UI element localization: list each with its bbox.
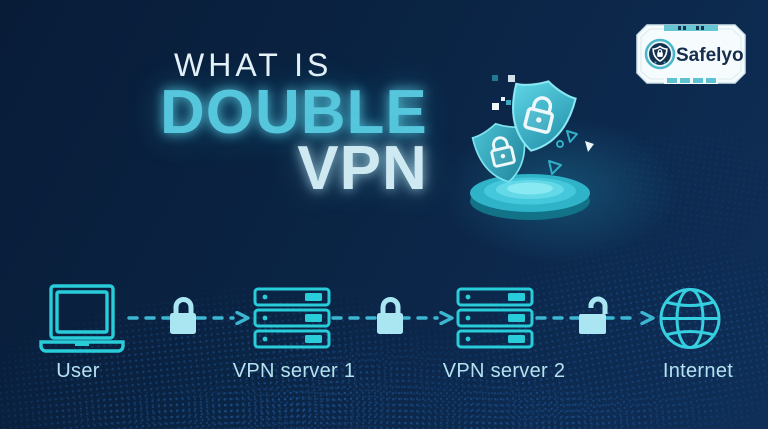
- shield-lock-icon: [512, 80, 577, 152]
- laptop-icon: [39, 284, 125, 353]
- node-label-vpn-server-2: VPN server 2: [442, 360, 566, 382]
- page-title: WHAT IS DOUBLE VPN: [160, 46, 428, 203]
- pixel-decoration-icon: [492, 75, 515, 110]
- triangle-decoration-icon: [548, 130, 594, 175]
- server-icon: [253, 287, 331, 349]
- brand-name: Safelyo: [676, 45, 744, 66]
- shield-lock-icon: [471, 122, 526, 183]
- safelyo-logo-badge[interactable]: Safelyo: [634, 22, 748, 86]
- node-label-vpn-server-1: VPN server 1: [232, 360, 356, 382]
- badge-bottom-squares: [664, 77, 718, 84]
- open-lock-icon: [579, 296, 608, 334]
- double-shield-podium-illustration: [470, 75, 594, 220]
- title-eyebrow: WHAT IS: [174, 47, 333, 83]
- podium-icon: [470, 174, 590, 220]
- shield-lock-badge-icon: [644, 38, 676, 70]
- node-label-internet: Internet: [662, 360, 734, 382]
- globe-icon: [659, 288, 721, 349]
- closed-lock-icon: [170, 297, 196, 334]
- badge-top-ticks: [678, 26, 704, 30]
- title-line-vpn: VPN: [297, 134, 428, 203]
- particle-wave-texture: [0, 378, 768, 429]
- node-label-user: User: [56, 360, 100, 382]
- title-line-double: DOUBLE: [160, 78, 428, 147]
- server-icon: [456, 287, 534, 349]
- closed-lock-icon: [377, 297, 403, 334]
- badge-top-accent: [664, 25, 718, 31]
